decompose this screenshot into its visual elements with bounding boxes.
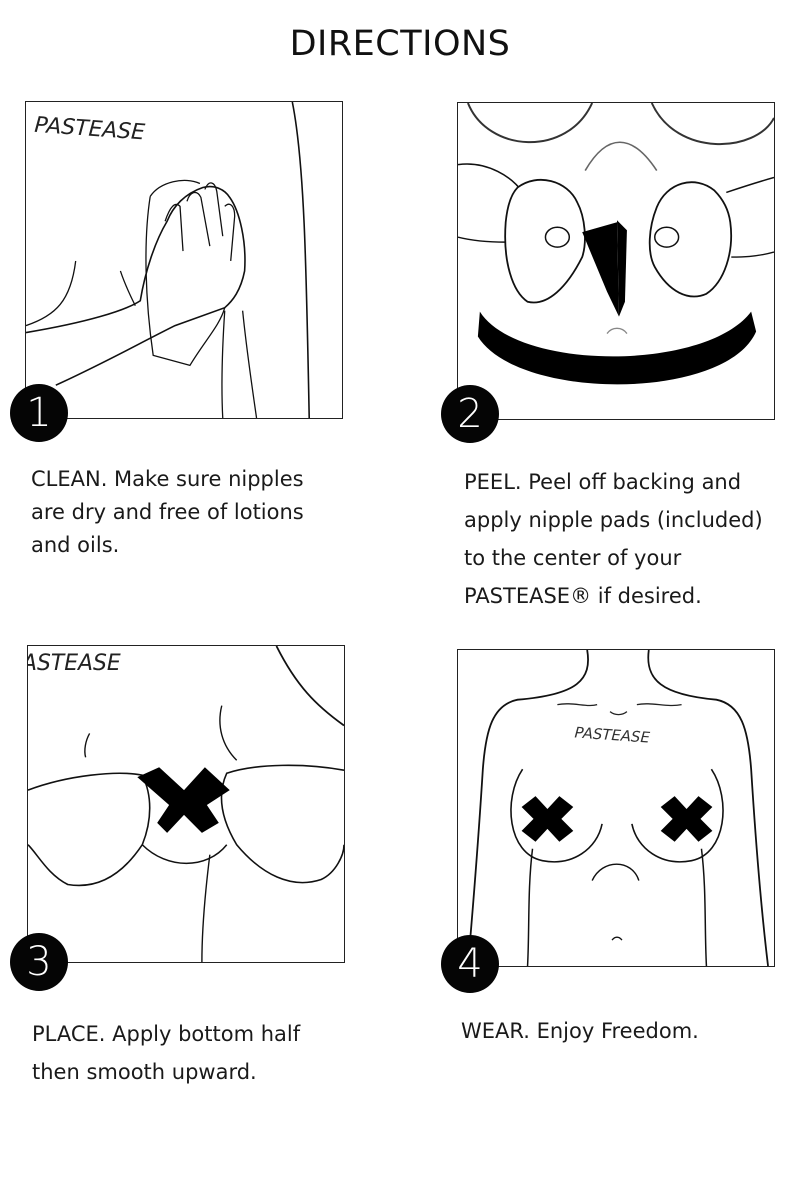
step-2-text: PEEL. Peel off backing and apply nipple … bbox=[464, 470, 763, 608]
step-3-text: PLACE. Apply bottom half then smooth upw… bbox=[32, 1022, 301, 1084]
step-2-badge: 2 bbox=[441, 385, 499, 443]
brand-logo-chest: PASTEASE bbox=[574, 723, 651, 746]
step-1-badge: 1 bbox=[10, 384, 68, 442]
step-3-badge: 3 bbox=[10, 933, 68, 991]
hands-peeling-icon bbox=[458, 103, 774, 385]
step-2-illustration bbox=[457, 102, 775, 420]
brand-logo: PASTEASE bbox=[34, 113, 146, 146]
step-4-badge: 4 bbox=[441, 935, 499, 993]
step-1-illustration: PASTEASE bbox=[25, 101, 343, 419]
brand-logo-cropped: ASTEASE bbox=[28, 651, 121, 676]
step-1-text: CLEAN. Make sure nipples are dry and fre… bbox=[31, 467, 304, 557]
step-4-illustration: PASTEASE bbox=[457, 649, 775, 967]
page-title: DIRECTIONS bbox=[289, 24, 511, 64]
step-4-text: WEAR. Enjoy Freedom. bbox=[461, 1019, 699, 1043]
hand-cleaning-icon: PASTEASE bbox=[26, 102, 311, 418]
step-3-illustration: ASTEASE bbox=[27, 645, 345, 963]
torso-wearing-pasties-icon: PASTEASE bbox=[467, 650, 769, 966]
hands-placing-pastie-icon: ASTEASE bbox=[28, 646, 344, 962]
